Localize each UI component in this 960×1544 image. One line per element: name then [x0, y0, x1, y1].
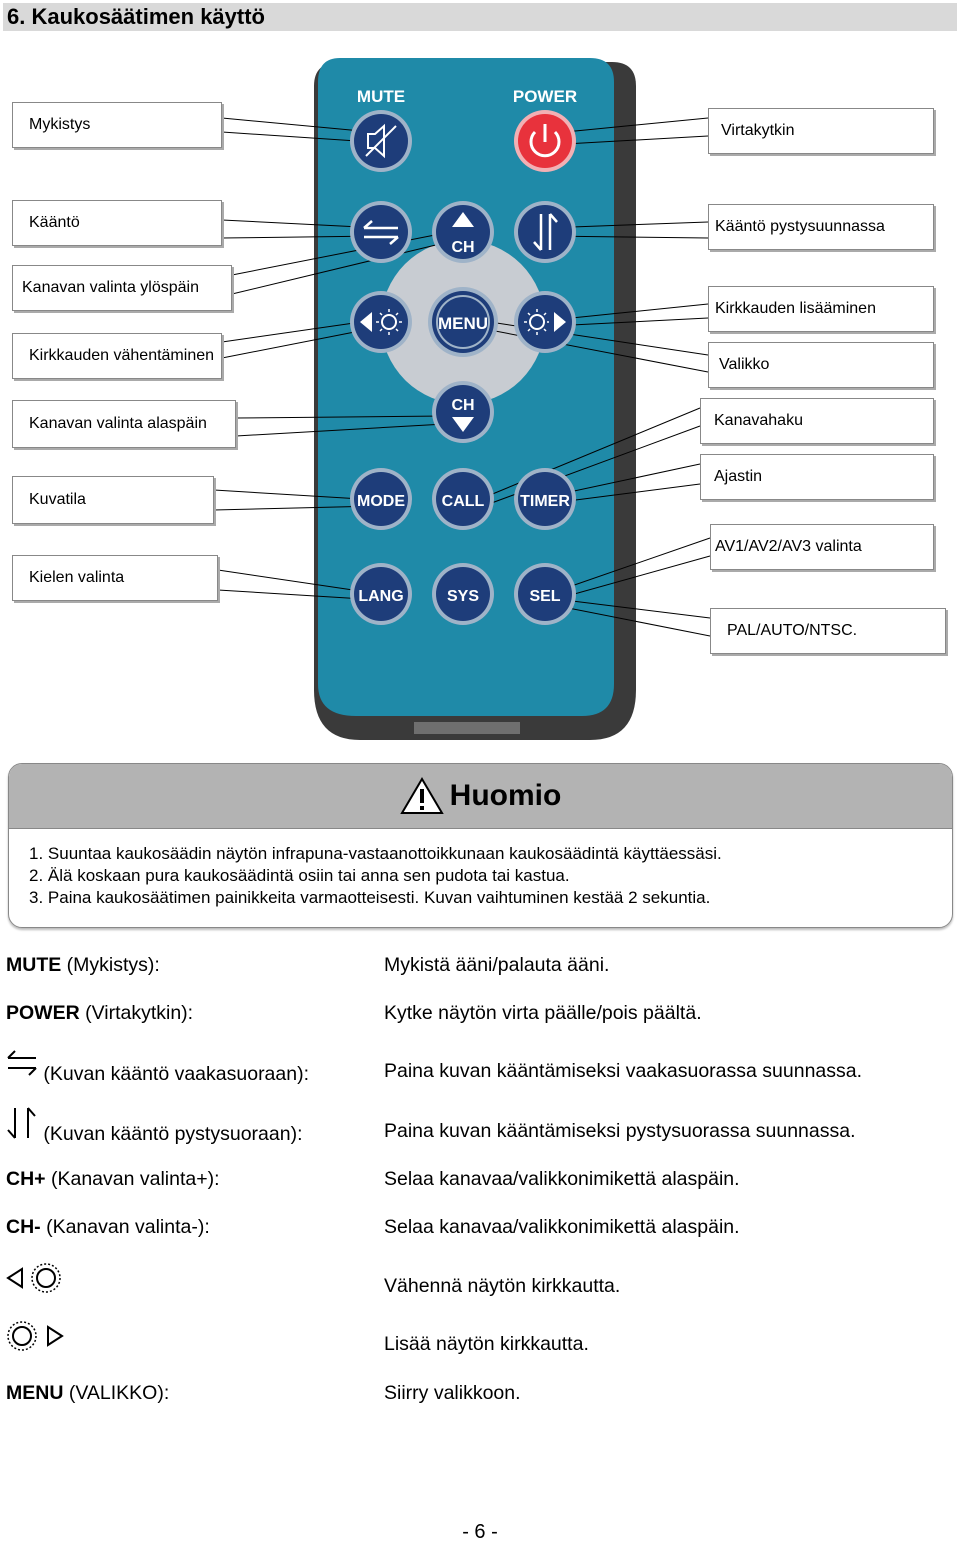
label-timer: Ajastin [700, 454, 934, 500]
sys-button[interactable]: SYS [432, 563, 494, 625]
power-caption: POWER [513, 87, 577, 106]
label-mute: Mykistys [12, 102, 222, 148]
label-flip: Kääntö [12, 200, 222, 246]
leader-lines [213, 117, 711, 637]
label-brightness-down: Kirkkauden vähentäminen [12, 333, 222, 379]
label-tv-system: PAL/AUTO/NTSC. [710, 608, 946, 654]
desc-text-flip-vertical: Paina kuvan kääntämiseksi pystysuorassa … [384, 1120, 856, 1142]
desc-text-flip-horizontal: Paina kuvan kääntämiseksi vaakasuorassa … [384, 1060, 863, 1082]
desc-term-power: POWER (Virtakytkin): [6, 1002, 194, 1024]
ch-down-caption: CH [451, 397, 474, 414]
speaker-mute-icon [367, 123, 385, 159]
desc-text-brightness-down: Vähennä näytön kirkkautta. [384, 1275, 621, 1297]
svg-text:SYS: SYS [447, 588, 479, 605]
svg-text:LANG: LANG [358, 588, 403, 605]
mute-caption: MUTE [357, 87, 405, 106]
desc-term-flip-horizontal: (Kuvan kääntö vaakasuoraan): [6, 1048, 309, 1085]
timer-button[interactable]: TIMER [514, 468, 576, 530]
flip-vertical-icon [533, 213, 558, 251]
notice-box: Huomio 1. Suuntaa kaukosäädin näytön inf… [8, 763, 953, 928]
warning-icon [399, 777, 444, 814]
flip-vertical-button[interactable] [514, 201, 576, 263]
desc-term-ch-down: CH- (Kanavan valinta-): [6, 1216, 210, 1238]
label-channel-up: Kanavan valinta ylöspäin [12, 265, 232, 311]
label-channel-scan: Kanavahaku [700, 398, 934, 444]
svg-text:SEL: SEL [529, 588, 560, 605]
up-arrow-icon [452, 212, 474, 227]
call-button[interactable]: CALL [432, 468, 494, 530]
power-button[interactable] [514, 110, 576, 172]
down-arrow-icon [452, 417, 474, 432]
label-brightness-up: Kirkkauden lisääminen [708, 286, 934, 332]
desc-text-brightness-up: Lisää näytön kirkkautta. [384, 1333, 589, 1355]
left-triangle-icon [360, 312, 372, 332]
svg-text:TIMER: TIMER [520, 493, 570, 510]
desc-text-ch-up: Selaa kanavaa/valikkonimikettä alaspäin. [384, 1168, 740, 1190]
ch-up-caption: CH [451, 239, 474, 256]
mode-button[interactable]: MODE [350, 468, 412, 530]
notice-item: 1. Suuntaa kaukosäädin näytön infrapuna-… [29, 844, 722, 863]
flip-horizontal-icon [7, 1050, 37, 1076]
label-picture-mode: Kuvatila [12, 476, 214, 524]
right-triangle-icon [554, 312, 566, 332]
notice-title: Huomio [449, 779, 562, 812]
flip-horizontal-button[interactable] [350, 201, 412, 263]
label-channel-down: Kanavan valinta alaspäin [12, 400, 236, 448]
section-heading: 6. Kaukosäätimen käyttö [3, 3, 957, 31]
sun-icon [529, 314, 545, 330]
desc-term-mute: MUTE (Mykistys): [6, 954, 160, 976]
desc-text-ch-down: Selaa kanavaa/valikkonimikettä alaspäin. [384, 1216, 740, 1238]
svg-text:MODE: MODE [357, 493, 405, 510]
sun-icon [381, 314, 397, 330]
label-menu: Valikko [708, 342, 934, 388]
desc-text-power: Kytke näytön virta päälle/pois päältä. [384, 1002, 702, 1024]
label-flip-vertical: Kääntö pystysuunnassa [708, 204, 934, 250]
channel-down-button[interactable]: CH [432, 381, 494, 443]
brightness-down-button[interactable] [350, 291, 412, 353]
brightness-up-button[interactable] [514, 291, 576, 353]
notice-item: 2. Älä koskaan pura kaukosäädintä osiin … [29, 866, 570, 885]
label-power: Virtakytkin [708, 108, 934, 154]
label-language: Kielen valinta [12, 555, 218, 601]
menu-button[interactable]: MENU [428, 287, 498, 357]
notice-item: 3. Paina kaukosäätimen painikkeita varma… [29, 888, 711, 907]
desc-term-menu: MENU (VALIKKO): [6, 1382, 170, 1404]
svg-text:CALL: CALL [442, 493, 485, 510]
sel-button[interactable]: SEL [514, 563, 576, 625]
label-av-select: AV1/AV2/AV3 valinta [710, 524, 934, 570]
remote-control-illustration: MUTE POWER CH MENU [213, 58, 711, 740]
lang-button[interactable]: LANG [350, 563, 412, 625]
flip-vertical-icon [7, 1107, 36, 1139]
desc-term-flip-vertical: (Kuvan kääntö pystysuoraan): [6, 1106, 302, 1145]
desc-text-mute: Mykistä ääni/palauta ääni. [384, 954, 610, 976]
brightness-down-icon [6, 1263, 61, 1293]
brightness-up-icon [7, 1321, 64, 1351]
menu-caption: MENU [438, 314, 488, 333]
notice-header: Huomio [9, 764, 952, 829]
mute-button[interactable] [350, 110, 412, 172]
channel-up-button[interactable]: CH [432, 201, 494, 263]
desc-term-ch-up: CH+ (Kanavan valinta+): [6, 1168, 220, 1190]
desc-text-menu: Siirry valikkoon. [384, 1382, 521, 1404]
page-number: - 6 - [462, 1521, 498, 1543]
power-icon [529, 130, 561, 158]
flip-horizontal-icon [363, 220, 399, 245]
